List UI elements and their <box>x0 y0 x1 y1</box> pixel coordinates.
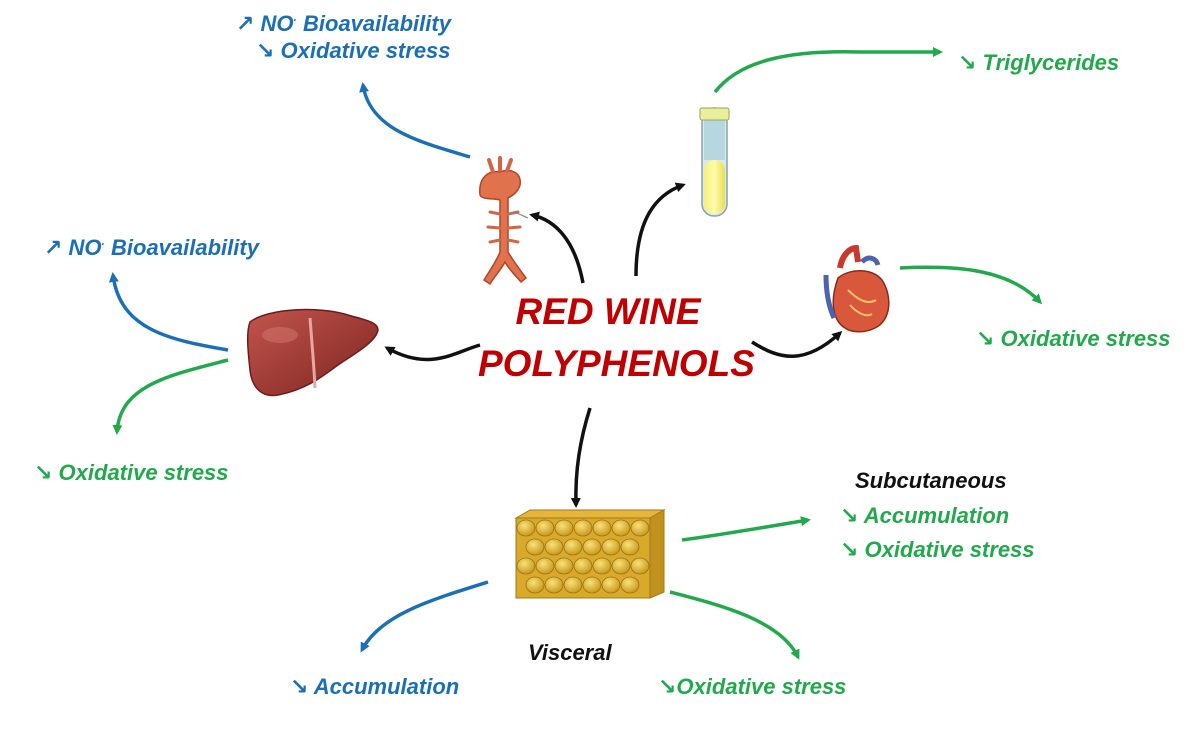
fat-cell <box>554 519 574 537</box>
fat-cell <box>516 519 536 537</box>
arrow-to-tube <box>634 182 686 277</box>
center-title-line1: RED WINE <box>515 291 701 332</box>
adipose-tissue-icon <box>514 509 666 599</box>
subcutaneous-accumulation: ↘ Accumulation <box>840 503 1010 528</box>
center-title-line2: POLYPHENOLS <box>478 343 755 384</box>
liver-no-arrow-text: ↗ NO <box>44 235 102 260</box>
fat-cell <box>592 519 612 537</box>
arrow-aorta-up <box>359 82 471 159</box>
arrow-tube-right <box>713 47 943 94</box>
arrow-to-heart <box>751 330 843 358</box>
arrow-to-adipose <box>570 407 592 508</box>
fat-cell <box>573 557 593 575</box>
aorta-no-rest: Bioavailability <box>296 11 451 36</box>
fat-cell <box>573 519 593 537</box>
arrow-heart-right <box>899 265 1043 305</box>
fat-cell <box>582 538 602 556</box>
fat-cell <box>544 538 564 556</box>
heart-icon <box>823 244 890 333</box>
heart-oxidative-stress: ↘ Oxidative stress <box>976 326 1171 351</box>
fat-cell <box>630 557 650 575</box>
fat-cell <box>630 519 650 537</box>
fat-cell <box>535 557 555 575</box>
fat-cell <box>535 519 555 537</box>
aorta-no-bioavailability: ↗ NO. Bioavailability <box>236 0 451 41</box>
tube-triglycerides: ↘ Triglycerides <box>958 50 1120 75</box>
liver-oxidative-stress: ↘ Oxidative stress <box>34 460 229 485</box>
fat-cell <box>516 557 536 575</box>
subcutaneous-title: Subcutaneous <box>855 468 1007 493</box>
arrow-to-liver <box>384 343 481 362</box>
fat-cell <box>601 538 621 556</box>
radical-dot: . <box>101 234 105 248</box>
test-tube-icon <box>699 107 730 217</box>
arrow-visceral-left <box>360 580 489 653</box>
fat-cell <box>582 576 602 594</box>
visceral-oxidative-stress: ↘Oxidative stress <box>658 674 847 699</box>
fat-cell <box>525 576 545 594</box>
arrow-subcutaneous <box>681 516 811 542</box>
arrow-liver-up <box>108 272 229 352</box>
fat-cell <box>611 557 631 575</box>
visceral-accumulation: ↘ Accumulation <box>290 674 460 699</box>
fat-cell <box>563 576 583 594</box>
liver-no-bioavailability: ↗ NO. Bioavailability <box>44 224 259 265</box>
fat-cell <box>620 576 640 594</box>
fat-cell <box>525 538 545 556</box>
radical-dot: . <box>293 10 297 24</box>
arrow-to-aorta <box>529 211 585 284</box>
fat-cell <box>544 576 564 594</box>
fat-cell <box>601 576 621 594</box>
arrow-visceral-right <box>669 590 800 660</box>
fat-cell <box>563 538 583 556</box>
aorta-oxidative-stress: ↘ Oxidative stress <box>256 38 451 63</box>
fat-cell <box>620 538 640 556</box>
arrow-liver-down <box>112 358 229 435</box>
liver-icon <box>246 308 379 397</box>
liver-no-rest: Bioavailability <box>104 235 259 260</box>
fat-cell <box>554 557 574 575</box>
subcutaneous-oxidative-stress: ↘ Oxidative stress <box>840 537 1035 562</box>
fat-cell <box>592 557 612 575</box>
aorta-no-arrow-text: ↗ NO <box>236 11 294 36</box>
visceral-title: Visceral <box>528 640 612 665</box>
aorta-icon <box>479 156 529 286</box>
fat-cell <box>611 519 631 537</box>
